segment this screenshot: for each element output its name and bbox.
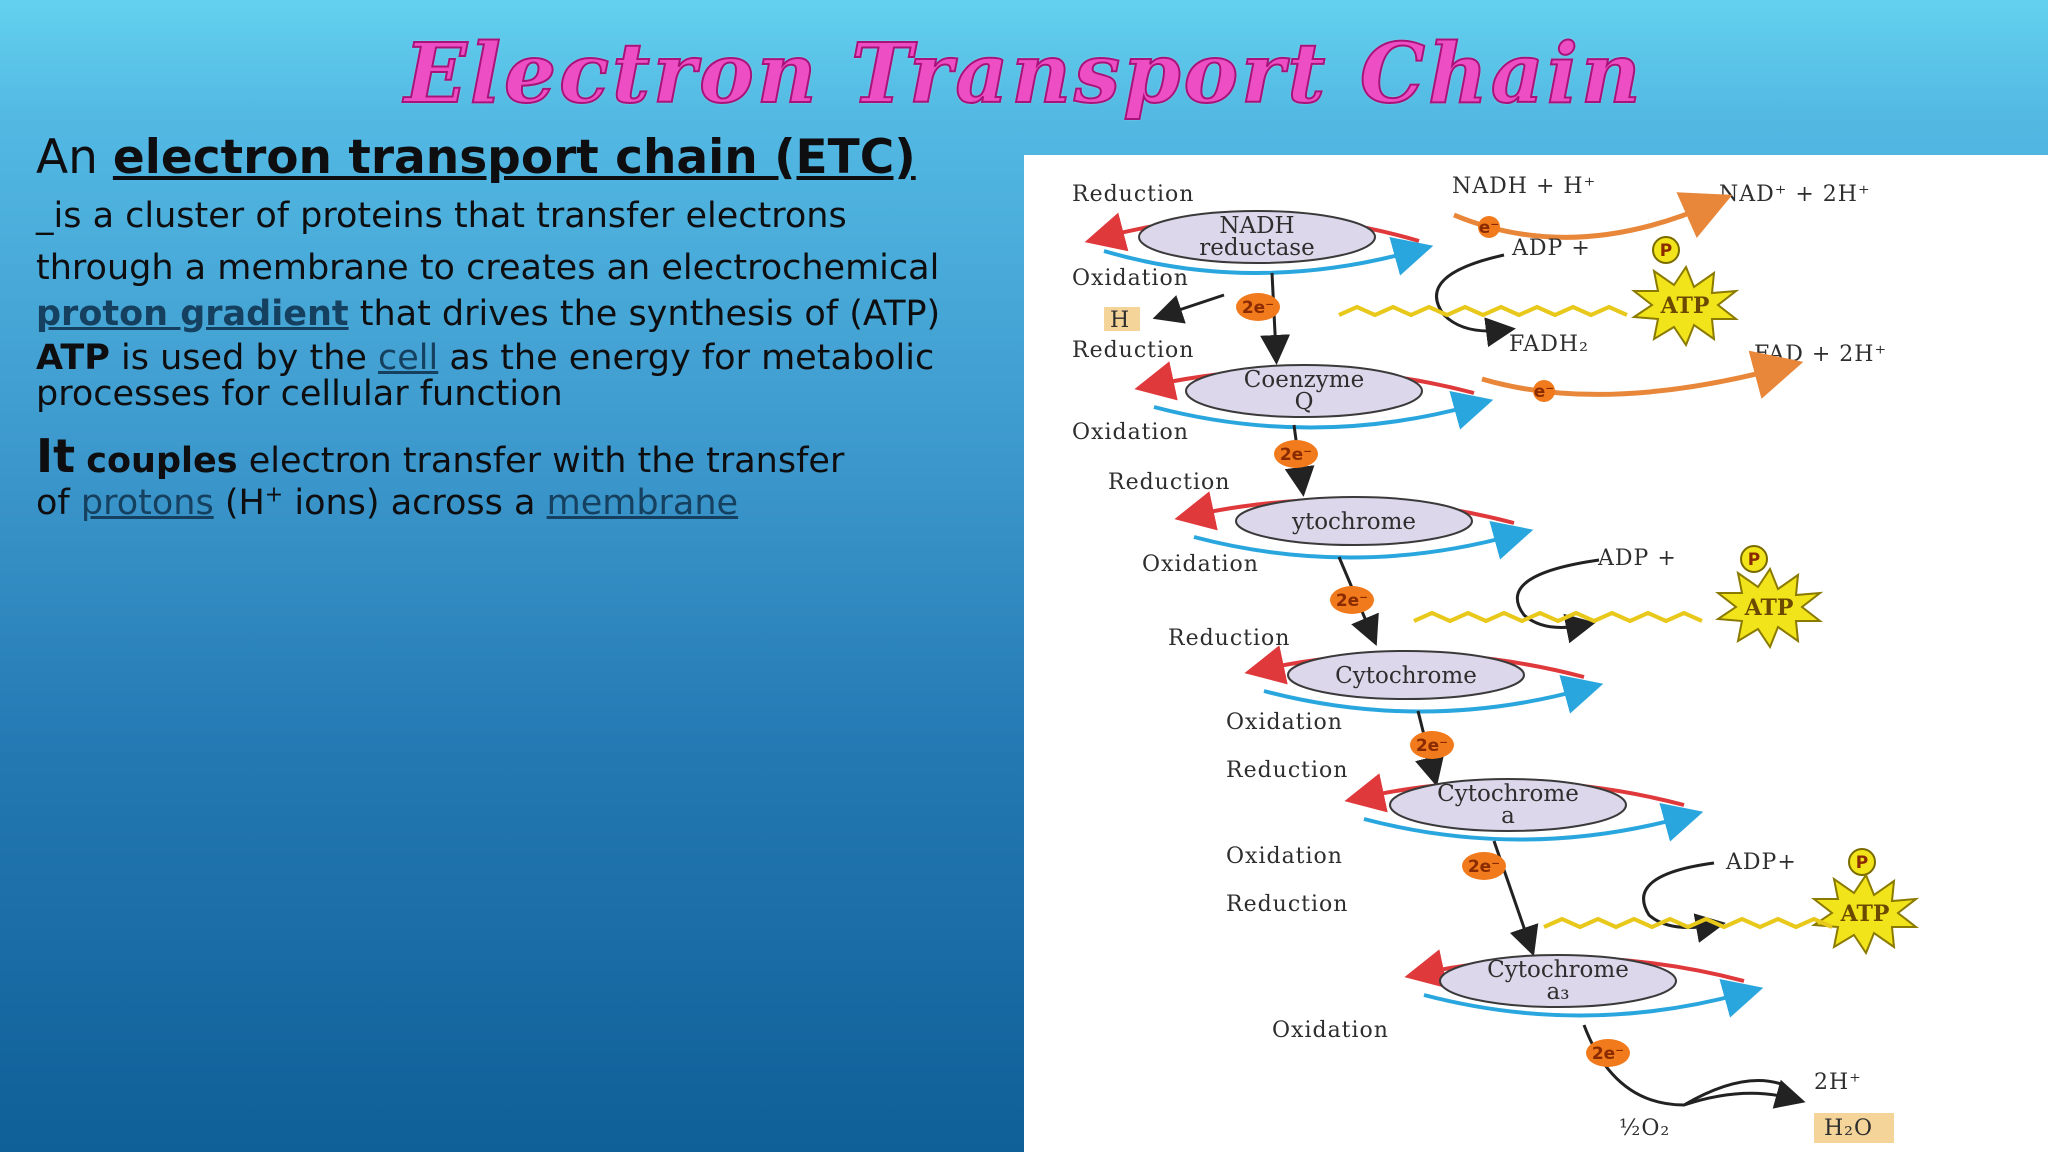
fadh2-label: FADH₂ (1509, 332, 1589, 357)
water-label: H₂O (1824, 1116, 1873, 1141)
intro-heading: An electron transport chain (ETC) (36, 128, 1016, 188)
phosphate-badge-2 (1740, 545, 1768, 573)
oxidation-label-6: Oxidation (1272, 1018, 1389, 1043)
oxidation-label-4: Oxidation (1226, 710, 1343, 735)
complex-coenzyme-q: Coenzyme Q (1134, 361, 1494, 430)
complex-cytochrome-a3: Cytochrome a₃ (1404, 949, 1764, 1018)
protons-link[interactable]: protons (80, 483, 214, 523)
couples-mid: ions) across a (283, 483, 547, 523)
enzyme-5-line-1: Cytochrome (1437, 781, 1579, 807)
definition-line-2: through a membrane to creates an electro… (36, 248, 940, 288)
proton-gradient-link[interactable]: proton gradient (36, 294, 349, 334)
atp-bold: ATP (36, 338, 110, 378)
couples-h: (H (213, 483, 265, 523)
complex-cytochrome-a: Cytochrome a (1344, 773, 1704, 842)
enzyme-5-line-2: a (1501, 803, 1515, 829)
etc-term-link[interactable]: electron transport chain (ETC) (112, 130, 916, 185)
complex-cytochrome-b: ytochrome (1174, 491, 1534, 560)
two-e-badge-1 (1236, 293, 1280, 321)
enzyme-2-line-2: Q (1295, 389, 1314, 415)
adp-label-1: ADP + (1511, 236, 1591, 261)
atp-text-1: is used by the (109, 338, 379, 378)
atp-text-1: ATP (1660, 293, 1710, 319)
reduction-label-5: Reduction (1226, 758, 1348, 783)
definition-line-1: _is a cluster of proteins that transfer … (36, 196, 847, 236)
oxidation-label-3: Oxidation (1142, 552, 1259, 577)
electron-text-2: e⁻ (1534, 382, 1555, 402)
cell-link[interactable]: cell (378, 338, 439, 378)
enzyme-1-line-2: reductase (1199, 235, 1314, 261)
atp-line-1: ATP is used by the cell as the energy fo… (36, 340, 1016, 376)
complex-nadh-reductase: NADH reductase (1084, 210, 1434, 276)
nad-2h-label: NAD⁺ + 2H⁺ (1719, 182, 1871, 207)
two-e-badge-3 (1330, 586, 1374, 614)
phosphate-badge-3 (1848, 848, 1876, 876)
h-label: H (1110, 308, 1130, 333)
couples-plus: + (264, 482, 284, 508)
electron-badge-1 (1478, 216, 1500, 238)
electron-badge-2 (1533, 380, 1555, 402)
enzyme-6-line-1: Cytochrome (1487, 957, 1629, 983)
two-e-text-5: 2e⁻ (1468, 857, 1500, 877)
intro-prefix: An (36, 130, 113, 185)
atp-text-2: as the energy for metabolic (438, 338, 935, 378)
half-o2-label: ½O₂ (1619, 1116, 1670, 1141)
water-box (1814, 1113, 1894, 1143)
couples-rest: electron transfer with the transfer (237, 441, 845, 481)
two-e-text-3: 2e⁻ (1336, 591, 1368, 611)
nadh-h-label: NADH + H⁺ (1452, 174, 1596, 199)
slide-title: Electron Transport Chain (403, 25, 1644, 123)
reduction-label-1: Reduction (1072, 182, 1194, 207)
enzyme-3-label: ytochrome (1291, 509, 1416, 535)
two-h-label: 2H⁺ (1814, 1070, 1862, 1095)
atp-text-2: ATP (1744, 595, 1794, 621)
enzyme-1-line-1: NADH (1219, 213, 1294, 239)
oxidation-label-2: Oxidation (1072, 420, 1189, 445)
complex-cytochrome-c: Cytochrome (1244, 645, 1604, 714)
h-box (1104, 307, 1140, 331)
couples-of: of (36, 483, 81, 523)
reduction-label-4: Reduction (1168, 626, 1290, 651)
oxidation-label-1: Oxidation (1072, 266, 1189, 291)
enzyme-2-line-1: Coenzyme (1244, 367, 1364, 393)
two-e-badge-2 (1274, 440, 1318, 468)
atp-line-2: processes for cellular function (36, 374, 563, 414)
enzyme-6-line-2: a₃ (1547, 979, 1570, 1005)
phosphate-text-1: P (1660, 241, 1672, 261)
fad-2h-label: FAD + 2H⁺ (1754, 342, 1887, 367)
atp-text-3: ATP (1840, 901, 1890, 927)
two-e-badge-5 (1462, 852, 1506, 880)
etc-diagram: NADH reductase Reduction Oxidation NADH … (1072, 174, 1920, 1143)
reduction-label-3: Reduction (1108, 470, 1230, 495)
reduction-label-6: Reduction (1226, 892, 1348, 917)
electron-text-1: e⁻ (1479, 218, 1500, 238)
atp-starburst-2 (1715, 566, 1824, 650)
oxidation-label-5: Oxidation (1226, 844, 1343, 869)
membrane-link[interactable]: membrane (546, 483, 739, 523)
phosphate-badge-1 (1652, 236, 1680, 264)
two-e-text-1: 2e⁻ (1242, 298, 1274, 318)
two-e-text-2: 2e⁻ (1280, 445, 1312, 465)
definition-line-3: proton gradient that drives the synthesi… (36, 288, 1016, 340)
etc-diagram-panel: NADH reductase Reduction Oxidation NADH … (1024, 155, 2048, 1152)
couples-word: couples (86, 441, 238, 481)
adp-label-3: ADP+ (1725, 850, 1797, 875)
phosphate-text-3: P (1856, 853, 1868, 873)
enzyme-4-label: Cytochrome (1335, 663, 1477, 689)
definition-line-3-rest: that drives the synthesis of (ATP) (348, 294, 941, 334)
atp-starburst-3 (1811, 872, 1920, 956)
two-e-text-6: 2e⁻ (1592, 1044, 1624, 1064)
couples-line-1: It couples electron transfer with the tr… (36, 432, 1016, 485)
couples-line-2: of protons (H+ ions) across a membrane (36, 482, 1016, 523)
atp-starburst-1 (1631, 264, 1740, 348)
reduction-label-2: Reduction (1072, 338, 1194, 363)
adp-label-2: ADP + (1597, 546, 1677, 571)
two-e-text-4: 2e⁻ (1416, 736, 1448, 756)
two-e-badge-4 (1410, 731, 1454, 759)
text-column: An electron transport chain (ETC) _is a … (36, 128, 1016, 521)
phosphate-text-2: P (1748, 550, 1760, 570)
two-e-badge-6 (1586, 1039, 1630, 1067)
couples-it: It (36, 429, 76, 483)
